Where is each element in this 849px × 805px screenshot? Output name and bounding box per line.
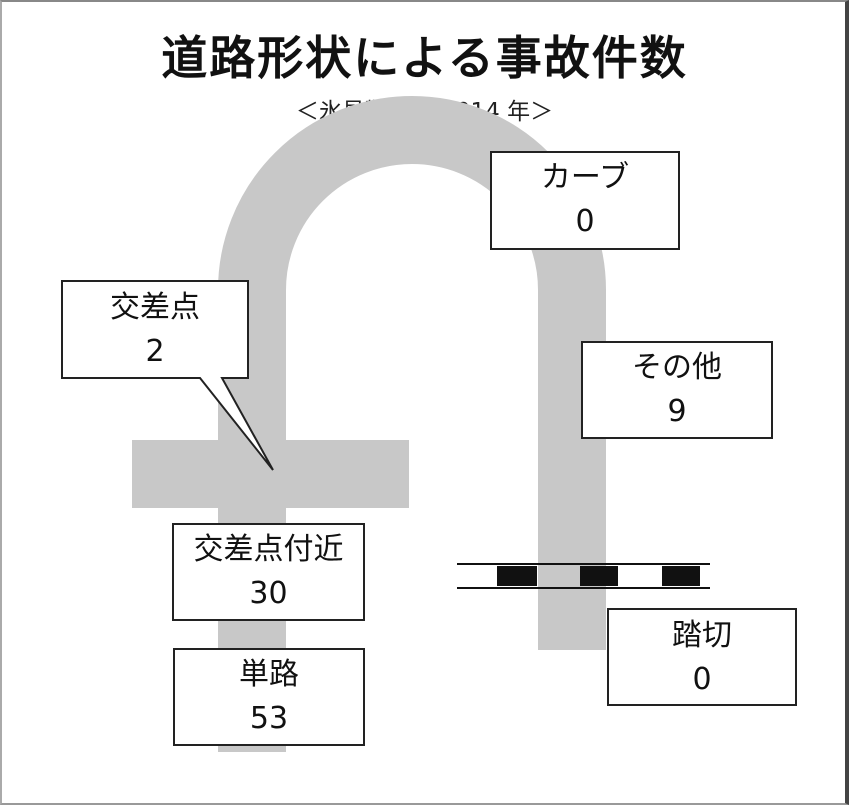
category-count: 30 [249, 576, 288, 611]
curve-label: カーブ 0 [491, 156, 679, 244]
intersection-callout [61, 280, 274, 471]
category-count: 9 [667, 394, 687, 429]
other-box [581, 341, 773, 439]
category-count: 2 [145, 334, 165, 369]
category-name: カーブ [540, 160, 630, 195]
railroad-crossing-box [607, 608, 797, 706]
single-road-box [173, 648, 365, 746]
category-name: 交差点付近 [193, 532, 344, 567]
other-label: その他 9 [582, 346, 772, 434]
category-count: 53 [249, 701, 289, 736]
intersection-label: 交差点 2 [62, 286, 248, 374]
near-intersection-label: 交差点付近 30 [173, 528, 364, 616]
near-intersection-box [172, 523, 365, 621]
category-count: 0 [692, 662, 712, 697]
category-count: 0 [575, 204, 595, 239]
category-name: 交差点 [110, 290, 200, 325]
intersection-crossbar [132, 440, 409, 508]
category-name: 踏切 [672, 618, 732, 653]
category-name: 単路 [239, 657, 299, 692]
single-road-label: 単路 53 [174, 653, 364, 741]
category-name: その他 [632, 350, 722, 385]
chart-title: 道路形状による事故件数 [161, 31, 688, 85]
railroad-crossing-label: 踏切 0 [608, 614, 796, 702]
railroad-crossing [457, 563, 710, 589]
curve-box [490, 151, 680, 250]
